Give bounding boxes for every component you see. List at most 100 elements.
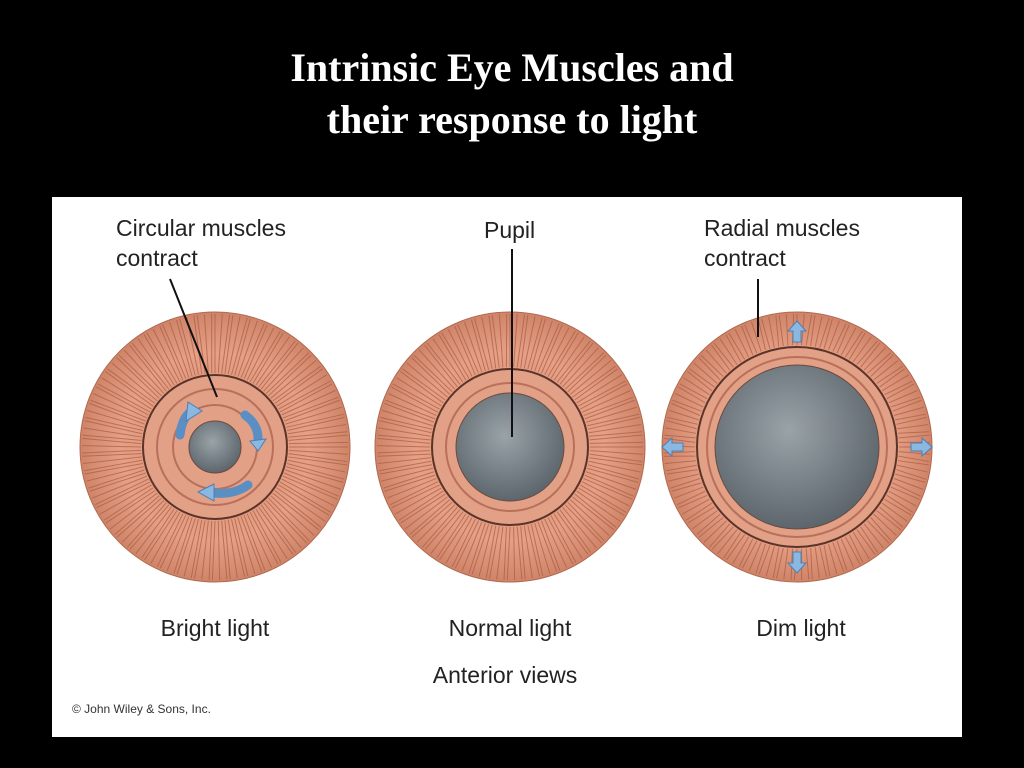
muscle-fiber	[578, 487, 625, 516]
muscle-fiber	[506, 526, 511, 580]
muscle-fiber	[556, 340, 591, 383]
muscle-fiber	[278, 484, 330, 516]
muscle-fiber	[527, 317, 543, 370]
muscle-fiber	[424, 509, 461, 550]
muscle-fiber	[666, 469, 698, 475]
muscle-fiber	[447, 329, 473, 377]
muscle-fiber	[893, 478, 924, 490]
caption-bright-light: Bright light	[160, 615, 270, 641]
muscle-fiber	[678, 494, 708, 509]
muscle-fiber	[92, 475, 148, 499]
muscle-fiber	[255, 508, 288, 559]
muscle-fiber	[82, 449, 142, 454]
muscle-fiber	[741, 325, 754, 356]
muscle-fiber	[284, 472, 339, 497]
muscle-fiber	[96, 386, 149, 416]
muscle-fiber	[898, 455, 930, 463]
muscle-fiber	[384, 474, 436, 492]
muscle-fiber	[584, 474, 634, 497]
muscle-fiber	[757, 319, 766, 351]
muscle-fiber	[888, 390, 918, 404]
muscle-fiber	[744, 324, 758, 354]
muscle-fiber	[285, 469, 342, 490]
muscle-fiber	[574, 368, 618, 401]
muscle-fiber	[183, 519, 200, 577]
muscle-fiber	[400, 371, 444, 404]
muscle-fiber	[96, 481, 151, 509]
muscle-fiber	[279, 481, 332, 513]
muscle-fiber	[252, 332, 284, 384]
muscle-fiber	[719, 338, 738, 365]
muscle-fiber	[713, 342, 734, 368]
muscle-fiber	[691, 510, 718, 530]
muscle-fiber	[107, 368, 156, 404]
muscle-fiber	[224, 520, 231, 580]
muscle-fiber	[88, 469, 145, 489]
muscle-fiber	[574, 493, 617, 528]
muscle-fiber	[90, 399, 146, 422]
muscle-fiber	[489, 526, 500, 579]
circular-arrow-right	[240, 410, 263, 446]
muscle-fiber	[237, 517, 256, 575]
muscle-fiber	[856, 529, 876, 555]
muscle-fiber	[234, 318, 251, 376]
muscle-fiber	[406, 362, 448, 398]
muscle-fiber	[550, 332, 579, 379]
muscle-fiber	[464, 321, 483, 373]
muscle-fiber	[856, 340, 878, 365]
radial-arrow-left	[661, 436, 684, 458]
muscle-fiber	[86, 466, 144, 482]
muscle-fiber	[272, 492, 320, 531]
caption-normal-light: Normal light	[448, 615, 572, 641]
circular-muscles-label-line-2: contract	[116, 245, 198, 271]
muscle-fiber	[895, 473, 926, 483]
slide-title: Intrinsic Eye Muscles and their response…	[0, 42, 1024, 146]
muscle-fiber	[583, 396, 634, 417]
muscle-fiber	[377, 453, 431, 457]
muscle-fiber	[258, 340, 296, 388]
muscle-fiber	[252, 510, 282, 563]
muscle-fiber	[898, 431, 930, 434]
muscle-fiber	[709, 523, 731, 548]
arrowhead-right	[249, 438, 268, 452]
muscle-fiber	[840, 327, 857, 356]
muscle-fiber	[814, 316, 823, 347]
sphincter-ring-inner-normal	[445, 382, 575, 512]
muscle-fiber	[404, 496, 448, 530]
muscle-fiber	[246, 327, 275, 381]
muscle-fiber	[581, 481, 630, 507]
muscle-fiber	[249, 511, 279, 565]
muscle-fiber	[454, 325, 476, 376]
eye-muscle-figure: Circular muscles contract Pupil Radial m…	[52, 197, 962, 737]
muscle-fiber	[667, 416, 698, 425]
muscle-fiber	[547, 330, 576, 377]
muscle-fiber	[775, 315, 780, 347]
muscle-fiber	[391, 386, 439, 413]
muscle-fiber	[385, 399, 436, 420]
muscle-fiber	[424, 344, 458, 388]
muscle-fiber	[587, 464, 640, 480]
muscle-fiber	[141, 508, 175, 559]
muscle-fiber	[666, 420, 697, 430]
muscle-fiber	[569, 499, 610, 536]
muscle-fiber	[664, 437, 696, 443]
muscle-fiber	[523, 316, 536, 369]
muscle-fiber	[876, 510, 902, 531]
muscle-fiber	[175, 319, 193, 377]
muscle-fiber	[537, 323, 560, 373]
arrowhead-bottom	[196, 483, 215, 502]
muscle-fiber	[485, 525, 497, 578]
muscle-fiber	[717, 529, 738, 555]
muscle-fiber	[832, 542, 845, 572]
muscle-fiber	[146, 332, 178, 384]
muscle-fiber	[278, 380, 331, 410]
muscle-fiber	[413, 354, 453, 393]
muscle-fiber	[840, 538, 854, 568]
muscle-fiber	[540, 520, 561, 571]
muscle-fiber	[387, 477, 437, 499]
muscle-fiber	[101, 377, 152, 410]
muscle-fiber	[150, 511, 181, 564]
pupil-label: Pupil	[484, 217, 536, 243]
muscle-fiber	[156, 513, 184, 568]
muscle-fiber	[755, 543, 766, 574]
